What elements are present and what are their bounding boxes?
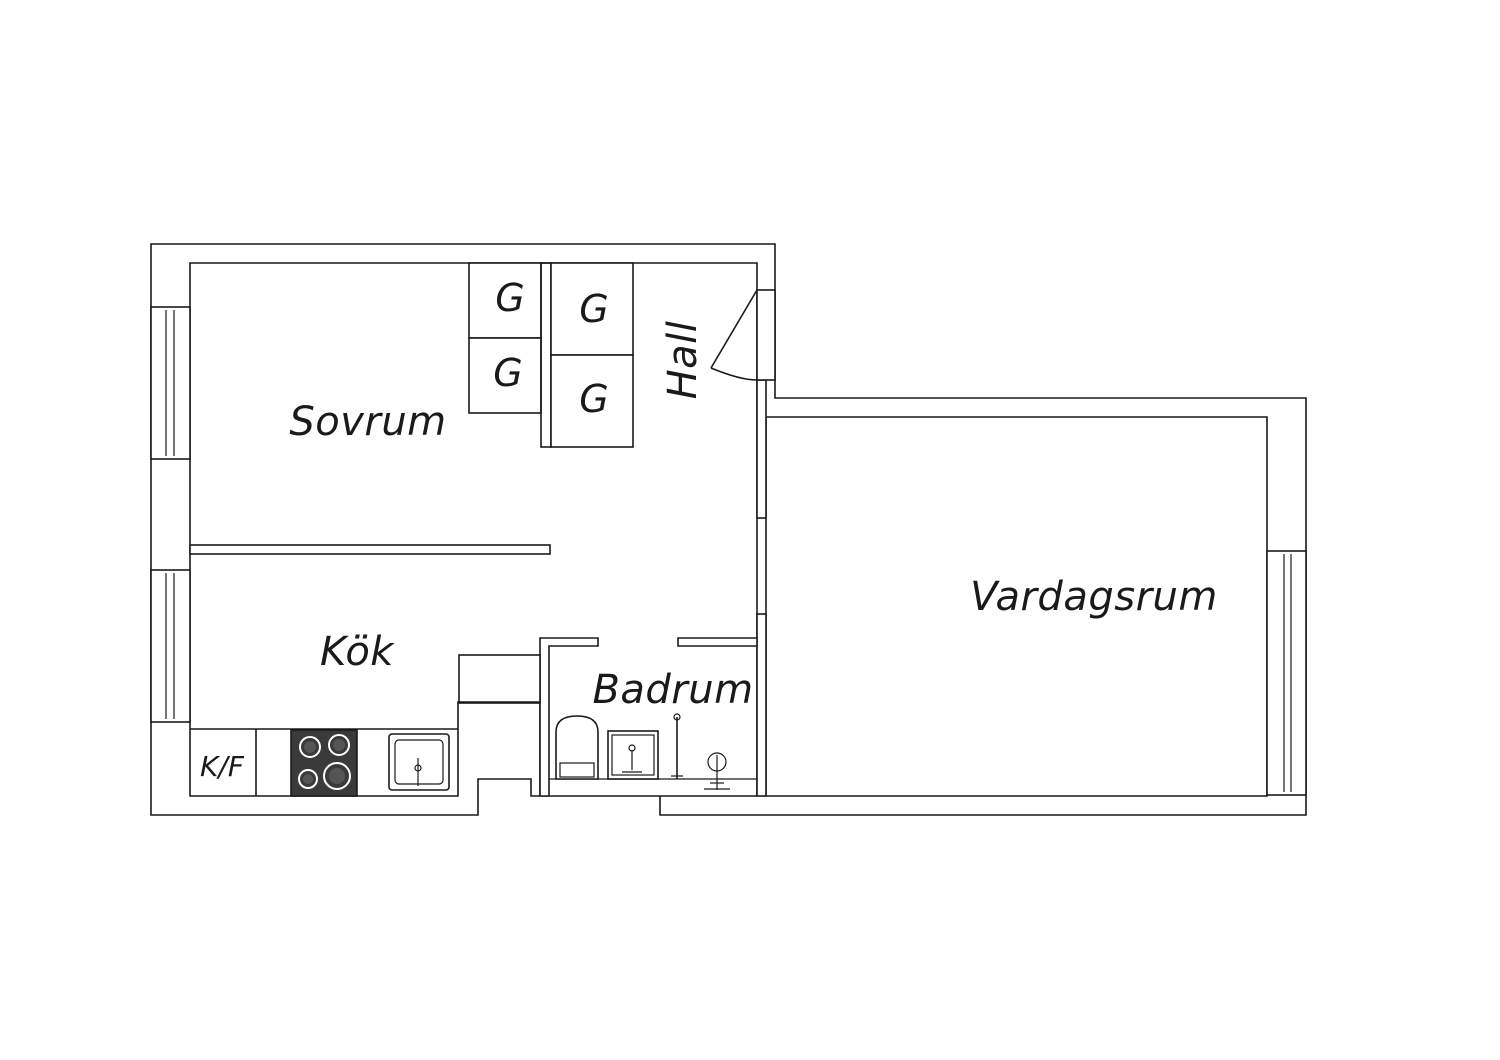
stove-icon <box>290 729 358 797</box>
room-label-vardagsrum: Vardagsrum <box>970 574 1218 620</box>
wardrobes-right <box>540 262 634 448</box>
toilet-icon <box>555 715 599 780</box>
room-label-kok: Kök <box>320 629 395 675</box>
kitchen-niche <box>458 654 541 704</box>
wall-badrum-right <box>677 637 758 647</box>
bathroom-sink-icon <box>607 730 659 780</box>
window-vardagsrum <box>1266 550 1307 796</box>
kitchen-counter <box>190 728 458 796</box>
wardrobe-label: G <box>579 287 608 331</box>
wardrobe-label: G <box>579 377 608 421</box>
wall-hall-vardagsrum-upper <box>756 379 767 519</box>
wall-hall-vardagsrum-lower <box>756 613 767 797</box>
kitchen-sink-icon <box>388 733 450 791</box>
wall-sovrum-kok <box>189 544 551 555</box>
room-label-badrum: Badrum <box>592 667 753 713</box>
wardrobe-label: G <box>493 351 522 395</box>
fridge-freezer-label: K/F <box>200 750 245 783</box>
room-label-hall: Hall <box>660 321 706 400</box>
wardrobes-left <box>468 262 542 414</box>
shower-rod-icon <box>671 713 683 779</box>
shower-head-icon <box>704 752 730 790</box>
room-label-sovrum: Sovrum <box>289 399 446 445</box>
entrance-door <box>710 289 776 381</box>
window-sovrum <box>150 306 191 460</box>
window-kok <box>150 569 191 723</box>
wall-badrum-left <box>539 637 599 797</box>
wardrobe-label: G <box>495 276 524 320</box>
